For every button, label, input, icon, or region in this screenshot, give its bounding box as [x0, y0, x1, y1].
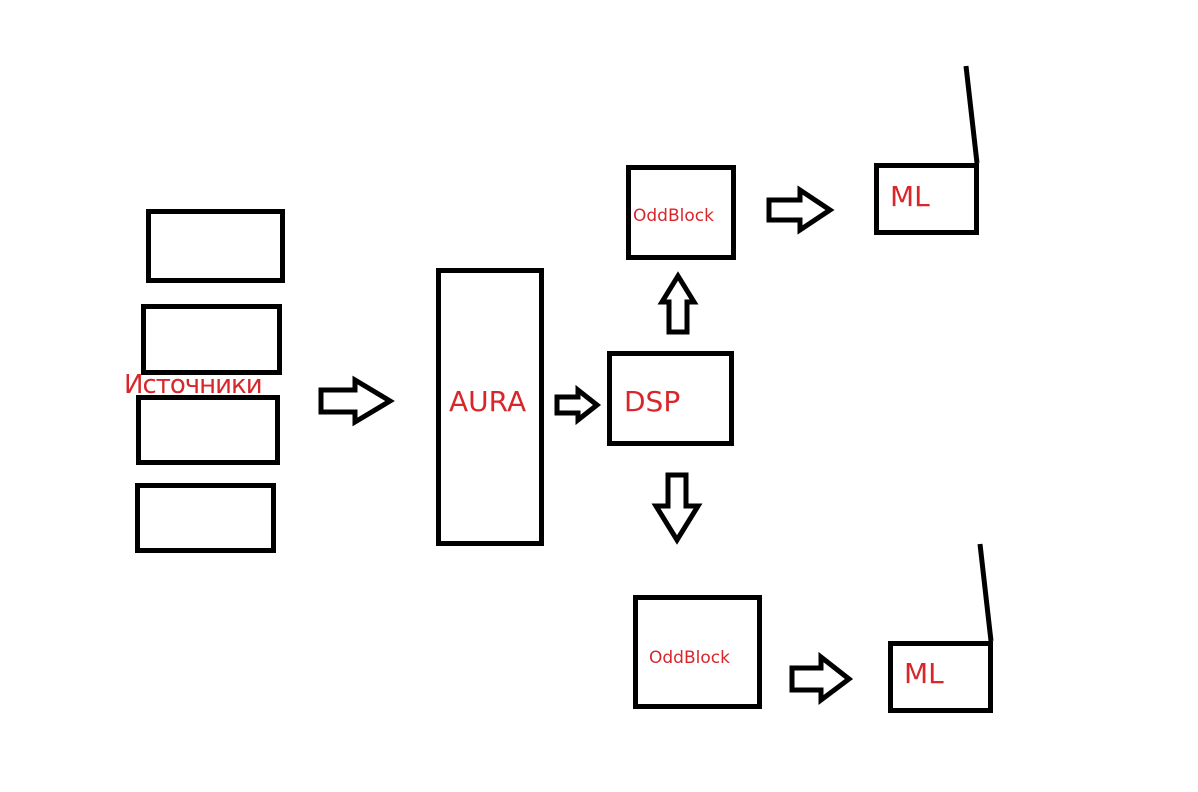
- aura-block: [436, 268, 544, 546]
- oddblock-top-label: OddBlock: [633, 206, 714, 226]
- source-box-2: [141, 304, 282, 375]
- ml-bottom-block: [888, 641, 993, 713]
- antenna-bottom-icon: [977, 543, 994, 642]
- arrow-aura-to-dsp: [554, 384, 602, 426]
- arrow-oddblock-top-to-ml-top: [766, 185, 835, 235]
- arrow-dsp-to-oddblock-top: [657, 271, 699, 335]
- sources-label: Источники: [124, 370, 263, 400]
- aura-label: AURA: [449, 385, 527, 418]
- arrow-oddblock-bottom-to-ml-bottom: [789, 651, 854, 705]
- antenna-top-icon: [963, 65, 980, 164]
- arrow-sources-to-aura: [318, 375, 395, 427]
- oddblock-bottom: [633, 595, 762, 709]
- ml-top-block: [874, 163, 979, 235]
- source-box-1: [146, 209, 285, 283]
- source-box-3: [136, 395, 280, 465]
- ml-top-label: ML: [890, 180, 930, 213]
- oddblock-bottom-label: OddBlock: [649, 648, 730, 668]
- ml-bottom-label: ML: [904, 657, 944, 690]
- dsp-block: [607, 351, 734, 446]
- source-box-4: [135, 483, 276, 553]
- oddblock-top: [626, 165, 736, 260]
- dsp-label: DSP: [624, 385, 681, 418]
- arrow-dsp-to-oddblock-bottom: [651, 472, 703, 545]
